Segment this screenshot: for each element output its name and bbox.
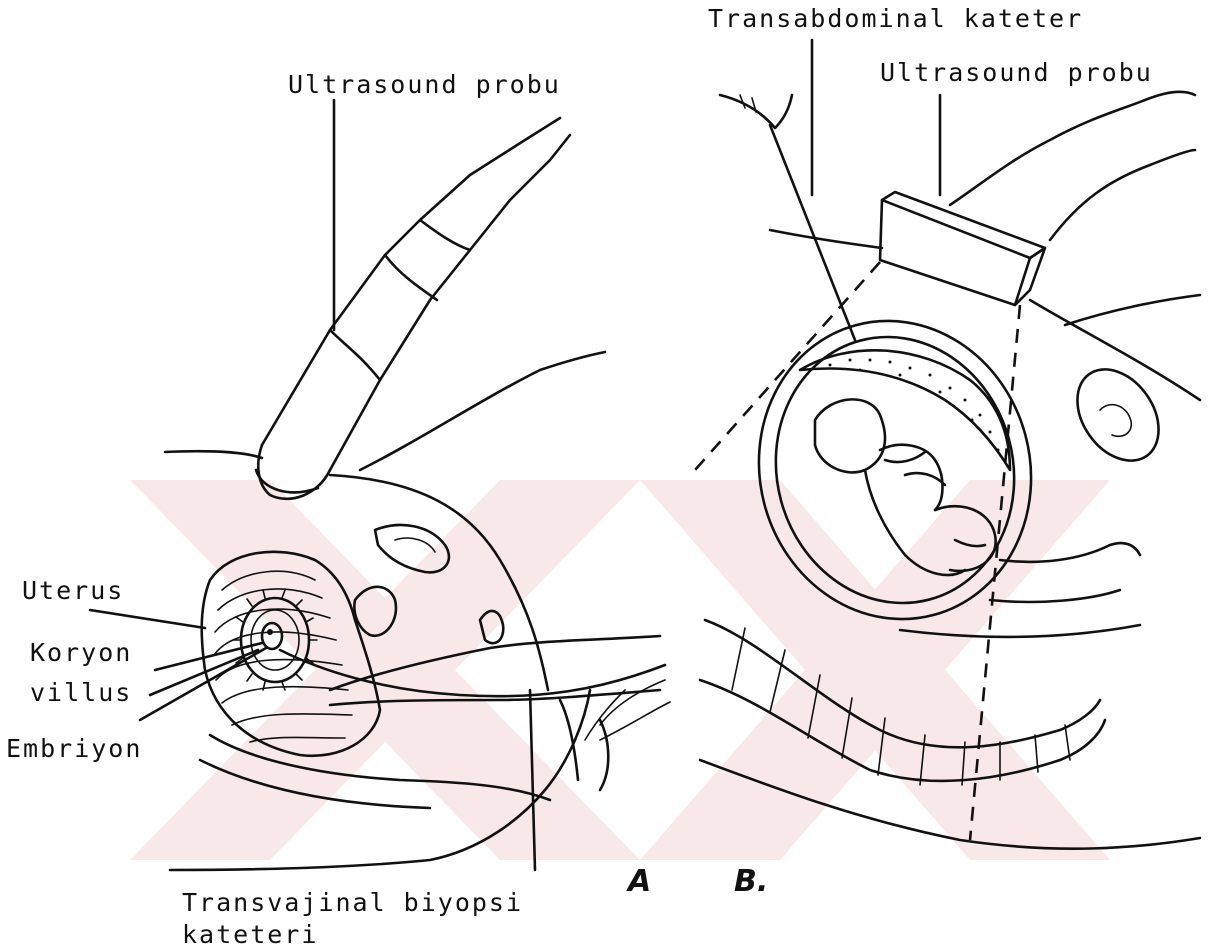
label-ultrasound-probe-a: Ultrasound probu — [288, 72, 561, 97]
abdomen-curve-a — [360, 352, 605, 470]
label-transvaginal-catheter-2: kateteri — [182, 922, 318, 947]
label-transvaginal-catheter-1: Transvajinal biyopsi — [182, 890, 523, 915]
panel-label-b: B. — [734, 864, 768, 899]
abdominal-wall-b — [770, 230, 1200, 400]
abdomen-outline-a — [165, 451, 262, 458]
label-ultrasound-probe-b: Ultrasound probu — [880, 60, 1153, 85]
panel-label-a: A — [628, 864, 651, 899]
label-transabdominal-catheter: Transabdominal kateter — [708, 6, 1083, 31]
placenta-stipple — [829, 359, 1000, 452]
label-koryon: Koryon — [30, 640, 132, 665]
label-uterus: Uterus — [22, 578, 124, 603]
pointer-uterus — [90, 610, 205, 628]
pointer-koryon — [155, 643, 262, 670]
label-embriyon: Embriyon — [6, 736, 142, 761]
ultrasound-probe-b — [880, 92, 1195, 305]
ultrasound-beam-left — [695, 262, 880, 470]
embryo-shape — [262, 623, 282, 649]
label-villus: villus — [30, 680, 132, 705]
placenta — [800, 350, 1010, 470]
